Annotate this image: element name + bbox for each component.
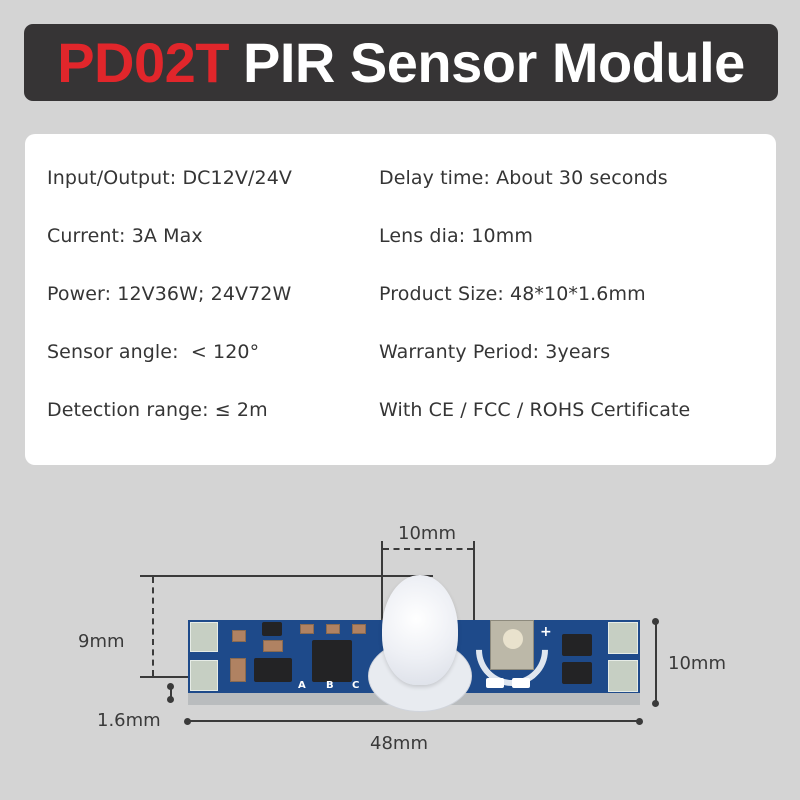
height-label: 9mm <box>78 631 125 652</box>
length-label: 48mm <box>370 733 428 754</box>
length-dim-dot <box>636 718 643 725</box>
thickness-label: 1.6mm <box>97 710 161 731</box>
potentiometer <box>490 620 534 670</box>
solder-pad <box>608 660 638 692</box>
silkscreen-a: A <box>298 680 306 691</box>
width-dim-dot <box>652 618 659 625</box>
solder-pad <box>608 622 638 654</box>
thickness-dim-line <box>170 686 172 700</box>
spec-input-output: Input/Output: DC12V/24V <box>47 167 292 189</box>
height-top-line <box>140 575 433 577</box>
width-dim-dot <box>652 700 659 707</box>
silkscreen-plus: + <box>540 624 552 640</box>
thickness-dim-dot <box>167 696 174 703</box>
spec-lens-dia: Lens dia: 10mm <box>379 225 533 247</box>
dimension-diagram: 10mm 9mm A B C + <box>0 500 800 800</box>
height-dashed <box>152 577 154 676</box>
title-banner: PD02T PIR Sensor Module <box>24 24 778 101</box>
spec-detection-range: Detection range: ≤ 2m <box>47 399 268 421</box>
spec-power: Power: 12V36W; 24V72W <box>47 283 292 305</box>
resistor <box>512 678 530 688</box>
spec-sensor-angle: Sensor angle: < 120° <box>47 341 260 363</box>
spec-current: Current: 3A Max <box>47 225 203 247</box>
spec-card: Input/Output: DC12V/24V Current: 3A Max … <box>25 134 776 465</box>
mosfet-chip <box>562 662 592 684</box>
board-width-label: 10mm <box>668 653 726 674</box>
product-name: PIR Sensor Module <box>243 31 745 94</box>
width-dim-line <box>655 622 657 704</box>
resistor <box>486 678 504 688</box>
diode-chip <box>262 622 282 636</box>
capacitor <box>232 630 246 642</box>
pir-lens <box>382 575 458 685</box>
capacitor <box>326 624 340 634</box>
lens-dim-dashed <box>383 548 473 550</box>
spec-product-size: Product Size: 48*10*1.6mm <box>379 283 646 305</box>
length-dim-line <box>188 720 640 722</box>
silkscreen-c: C <box>352 680 360 691</box>
capacitor <box>230 658 246 682</box>
model-number: PD02T <box>57 31 229 94</box>
capacitor <box>263 640 283 652</box>
regulator-chip <box>254 658 292 682</box>
pot-knob <box>503 629 523 649</box>
lens-dim-line-right <box>473 541 475 636</box>
capacitor <box>352 624 366 634</box>
lens-width-label: 10mm <box>398 523 456 544</box>
capacitor <box>300 624 314 634</box>
solder-pad <box>190 660 218 691</box>
spec-certificate: With CE / FCC / ROHS Certificate <box>379 399 691 421</box>
spec-delay-time: Delay time: About 30 seconds <box>379 167 668 189</box>
lens-dim-line-left <box>381 541 383 636</box>
spec-warranty: Warranty Period: 3years <box>379 341 611 363</box>
pcb-board: A B C + <box>188 575 640 712</box>
length-dim-dot <box>184 718 191 725</box>
thickness-dim-dot <box>167 683 174 690</box>
mosfet-chip <box>562 634 592 656</box>
ic-chip <box>312 640 352 682</box>
silkscreen-b: B <box>326 680 334 691</box>
solder-pad <box>190 622 218 652</box>
